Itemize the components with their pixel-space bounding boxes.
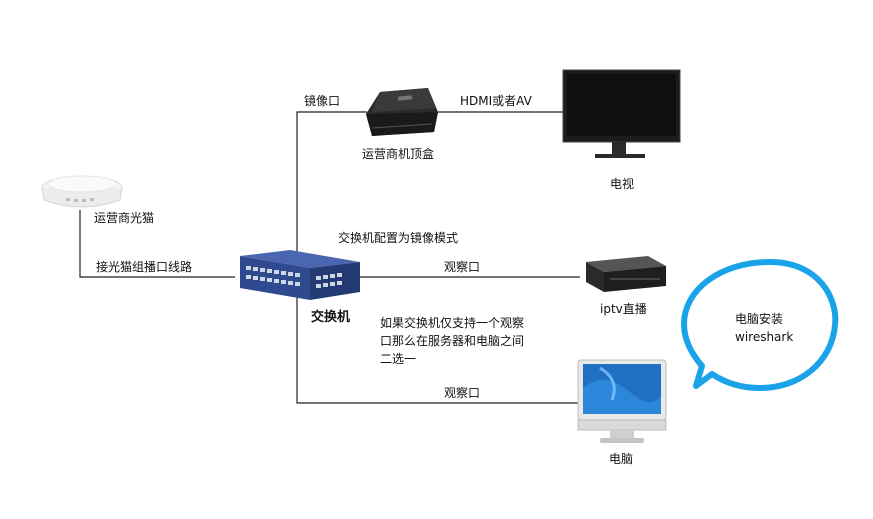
- bubble-text: 电脑安装 wireshark: [735, 310, 793, 346]
- line-modem-to-switch: [79, 210, 235, 278]
- settop-box-label: 运营商机顶盒: [362, 147, 435, 161]
- bubble-line: 电脑安装: [735, 312, 784, 326]
- switch-config-label: 交换机配置为镜像模式: [338, 231, 459, 245]
- line-switch-to-settop: [296, 111, 367, 262]
- tv-icon: [562, 69, 681, 158]
- note-line: 二选一: [380, 352, 417, 366]
- tv-label: 电视: [610, 177, 635, 191]
- switch-to-settop-label: 镜像口: [304, 94, 341, 108]
- iptv-server-label: iptv直播: [600, 302, 647, 316]
- bubble-line: wireshark: [735, 330, 794, 344]
- note-line: 口那么在服务器和电脑之间: [380, 334, 525, 348]
- note-line: 如果交换机仅支持一个观察: [380, 316, 525, 330]
- pc-icon: [577, 359, 667, 443]
- settop-box-icon: [366, 88, 438, 136]
- line-switch-to-pc: [296, 292, 578, 404]
- iptv-server-icon: [586, 256, 666, 292]
- note-text: 如果交换机仅支持一个观察 口那么在服务器和电脑之间 二选一: [380, 314, 550, 368]
- pc-label: 电脑: [609, 452, 634, 466]
- switch-label: 交换机: [311, 310, 351, 325]
- optical-modem-icon: [41, 175, 123, 208]
- speech-bubble-icon: [681, 259, 839, 391]
- switch-to-iptv-label: 观察口: [444, 260, 481, 274]
- switch-to-pc-label: 观察口: [444, 386, 481, 400]
- switch-icon: [240, 250, 360, 300]
- modem-to-switch-label: 接光猫组播口线路: [96, 260, 193, 274]
- settop-to-tv-label: HDMI或者AV: [460, 94, 532, 108]
- optical-modem-label: 运营商光猫: [94, 211, 155, 225]
- connection-lines: [79, 111, 580, 404]
